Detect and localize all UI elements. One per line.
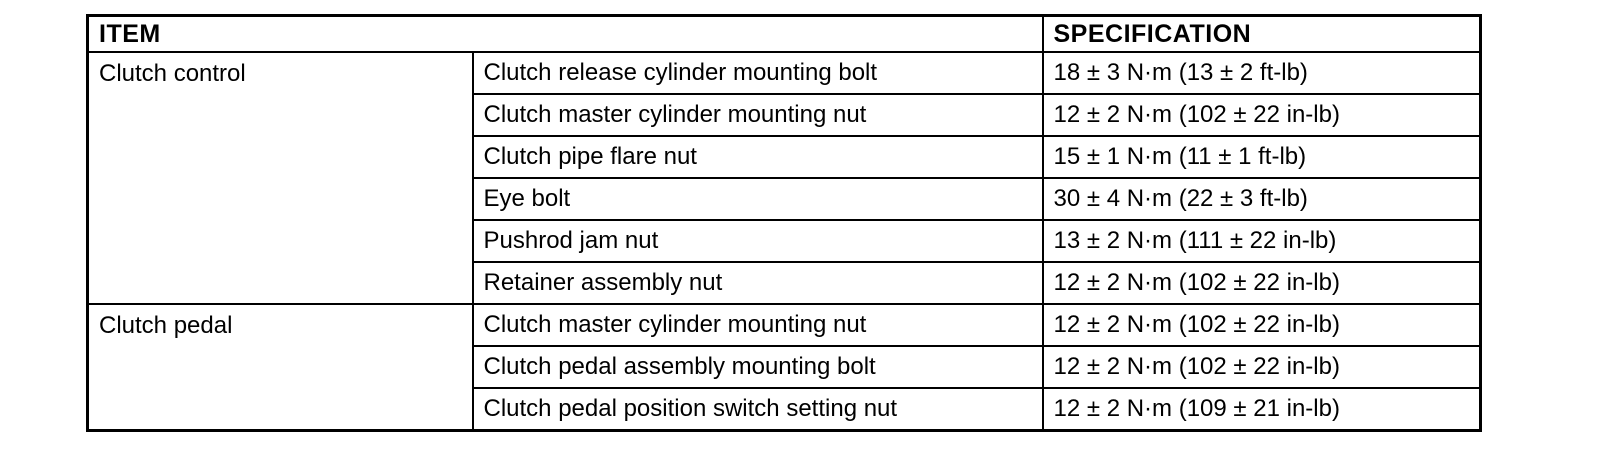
item-cell: Eye bolt — [471, 177, 1044, 221]
table-header-row: ITEM SPECIFICATION — [86, 14, 1482, 53]
table-row: Clutch pedal Clutch master cylinder moun… — [86, 303, 1482, 432]
table-row: Clutch pedal assembly mounting bolt 12 ±… — [88, 345, 1482, 389]
item-cell: Clutch master cylinder mounting nut — [471, 303, 1044, 347]
item-cell: Clutch pipe flare nut — [471, 135, 1044, 179]
spec-cell: 12 ± 2 N·m (109 ± 21 in-lb) — [1041, 387, 1482, 432]
table-row: Clutch pipe flare nut 15 ± 1 N·m (11 ± 1… — [88, 135, 1482, 179]
table-row: Pushrod jam nut 13 ± 2 N·m (111 ± 22 in-… — [88, 219, 1482, 263]
column-header-item: ITEM — [86, 14, 1044, 53]
group-cell-clutch-pedal: Clutch pedal — [86, 303, 474, 432]
spec-cell: 18 ± 3 N·m (13 ± 2 ft-lb) — [1041, 51, 1482, 95]
column-header-specification: SPECIFICATION — [1041, 14, 1482, 53]
item-cell: Clutch master cylinder mounting nut — [471, 93, 1044, 137]
table-row: Clutch master cylinder mounting nut 12 ±… — [88, 93, 1482, 137]
spec-cell: 12 ± 2 N·m (102 ± 22 in-lb) — [1041, 261, 1482, 305]
table-row: Eye bolt 30 ± 4 N·m (22 ± 3 ft-lb) — [88, 177, 1482, 221]
item-cell: Clutch pedal assembly mounting bolt — [471, 345, 1044, 389]
item-cell: Pushrod jam nut — [471, 219, 1044, 263]
spec-cell: 30 ± 4 N·m (22 ± 3 ft-lb) — [1041, 177, 1482, 221]
item-cell: Retainer assembly nut — [471, 261, 1044, 305]
item-cell: Clutch release cylinder mounting bolt — [471, 51, 1044, 95]
spec-cell: 12 ± 2 N·m (102 ± 22 in-lb) — [1041, 93, 1482, 137]
spec-cell: 12 ± 2 N·m (102 ± 22 in-lb) — [1041, 345, 1482, 389]
spec-cell: 15 ± 1 N·m (11 ± 1 ft-lb) — [1041, 135, 1482, 179]
document-page: ITEM SPECIFICATION Clutch control Clutch… — [86, 14, 1482, 432]
spec-cell: 12 ± 2 N·m (102 ± 22 in-lb) — [1041, 303, 1482, 347]
item-cell: Clutch pedal position switch setting nut — [471, 387, 1044, 432]
table-row: Clutch control Clutch release cylinder m… — [86, 51, 1482, 305]
group-cell-clutch-control: Clutch control — [86, 51, 474, 305]
table-row: Retainer assembly nut 12 ± 2 N·m (102 ± … — [88, 261, 1482, 305]
table-row: Clutch pedal position switch setting nut… — [88, 387, 1482, 432]
torque-specification-table: ITEM SPECIFICATION Clutch control Clutch… — [86, 14, 1482, 432]
spec-cell: 13 ± 2 N·m (111 ± 22 in-lb) — [1041, 219, 1482, 263]
